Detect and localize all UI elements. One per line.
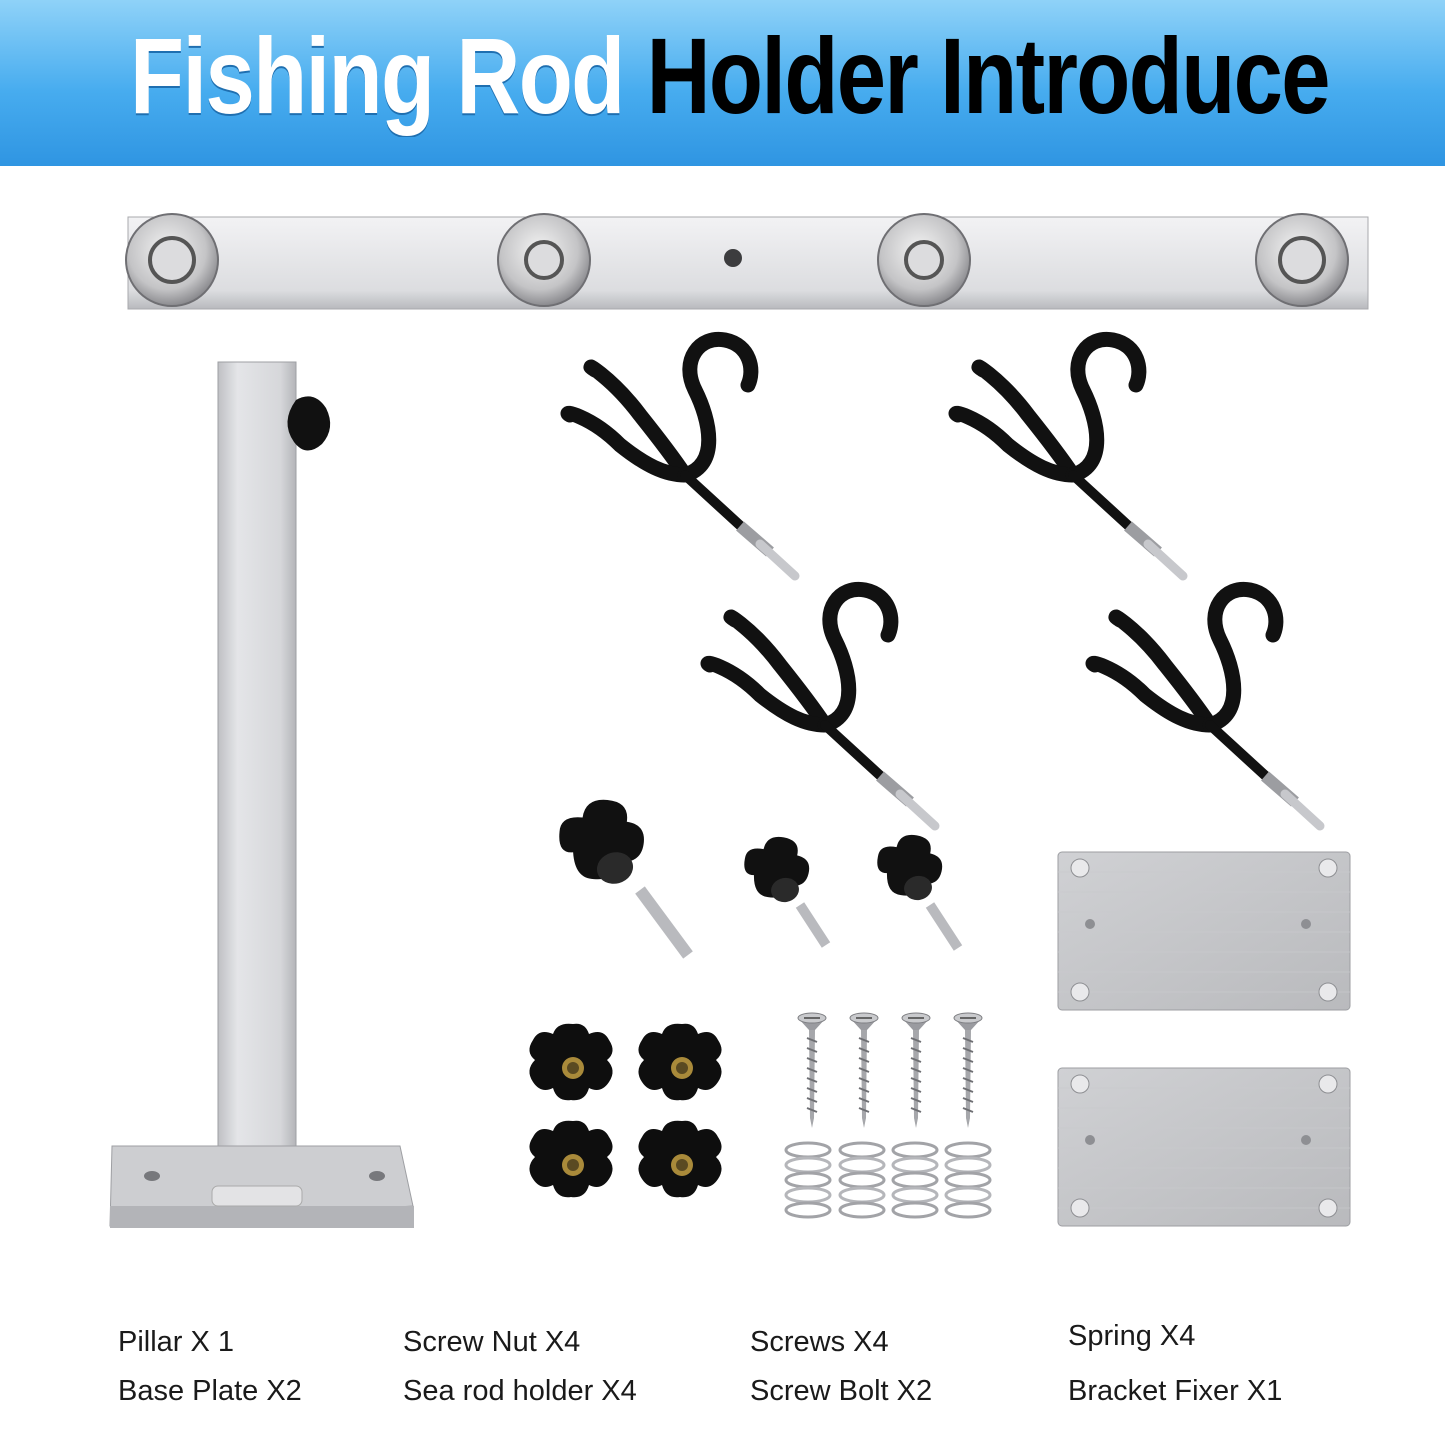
caption-screw-bolt: Screw Bolt X2 [750,1375,933,1407]
bracket-plate-1 [1057,851,1351,1011]
bracket-plate-2 [1057,1067,1351,1227]
sea-rod-holder-3 [708,589,935,826]
caption-column-2: Screw Nut X4 Sea rod holder X4 [403,1318,637,1416]
screw-bolt-2 [740,832,831,948]
caption-column-3: Screws X4 Screw Bolt X2 [750,1318,932,1416]
screw-bolt-1 [551,791,693,959]
sea-rod-holder-1 [568,339,795,576]
caption-sea-rod-holder: Sea rod holder X4 [403,1375,637,1407]
caption-pillar: Pillar X 1 [118,1326,235,1358]
page-title: Fishing Rod Holder Introduce [130,6,1330,146]
screw-nut-4 [638,1120,722,1198]
caption-column-4: Spring X4 Bracket Fixer X1 [1068,1312,1282,1416]
caption-bracket-fixer: Bracket Fixer X1 [1068,1375,1283,1407]
pillar [109,361,414,1228]
screw-1 [797,1012,827,1129]
spring-3 [891,1141,939,1219]
caption-spring: Spring X4 [1068,1320,1196,1352]
screw-bolt-3 [873,830,963,951]
spring-1 [784,1141,832,1219]
spring-2 [838,1141,886,1219]
title-white-part: Fishing Rod [130,15,625,136]
screw-3 [901,1012,931,1129]
screw-nut-2 [638,1023,722,1101]
caption-screw-nut: Screw Nut X4 [403,1326,581,1358]
screw-nut-1 [529,1023,613,1101]
screw-2 [849,1012,879,1129]
screw-nut-3 [529,1120,613,1198]
header-banner [0,0,1445,166]
caption-screws: Screws X4 [750,1326,889,1358]
sea-rod-holder-2 [956,339,1183,576]
title-black-part: Holder Introduce [646,15,1331,136]
spring-4 [944,1141,992,1219]
caption-column-1: Pillar X 1 Base Plate X2 [118,1318,302,1416]
screw-4 [953,1012,983,1129]
caption-base-plate: Base Plate X2 [118,1375,302,1407]
sea-rod-holder-4 [1093,589,1320,826]
top-rail-bar [125,213,1369,310]
